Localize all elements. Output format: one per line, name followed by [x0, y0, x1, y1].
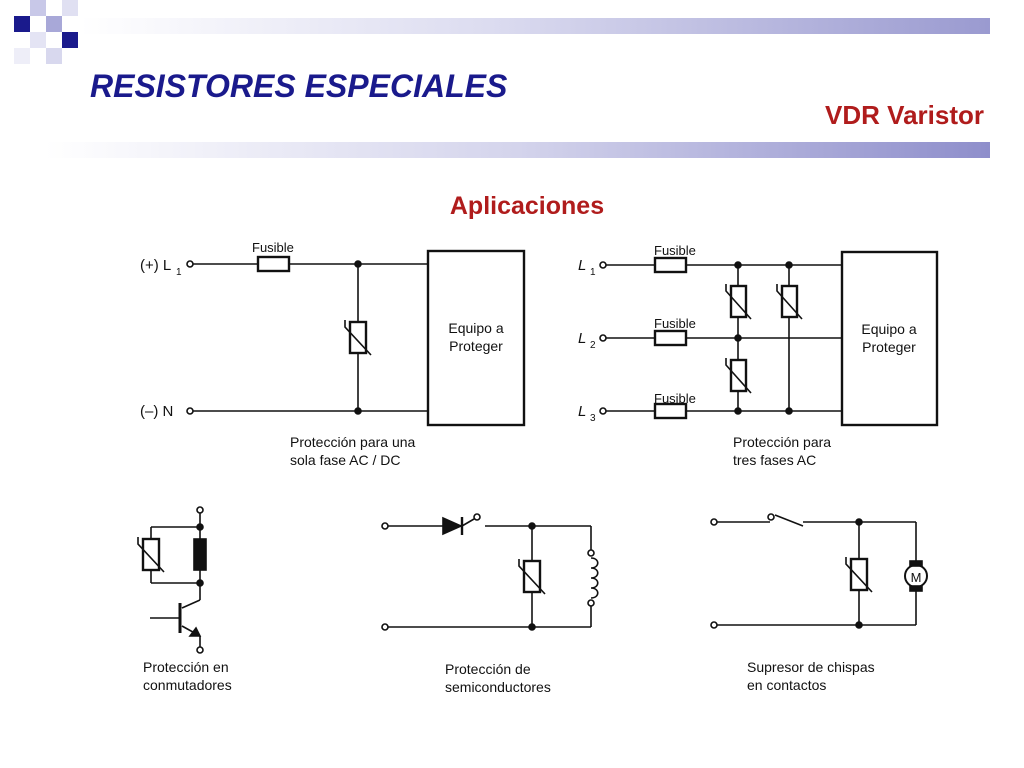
title-underline-bar [45, 142, 990, 158]
equipment-label-line2: Proteger [449, 338, 503, 354]
fuse-symbol [653, 256, 688, 274]
wire [461, 518, 475, 527]
transistor-arrow [188, 626, 202, 637]
varistor-slash [845, 557, 873, 593]
line-sub: 3 [590, 413, 596, 424]
terminal [186, 260, 194, 268]
varistor-symbol [729, 358, 748, 393]
equipment-label-line1: Equipo a [861, 321, 916, 337]
diode-symbol [442, 516, 463, 536]
varistor-symbol [522, 559, 542, 594]
deco-square [14, 16, 30, 32]
terminal [196, 506, 204, 514]
line-label: L [578, 330, 586, 347]
fuse-symbol [653, 402, 688, 420]
coil-symbol [590, 557, 599, 599]
varistor-symbol [729, 284, 748, 319]
terminal [599, 334, 607, 342]
single-phase-diagram: (+) L 1 (–) N Fusible Equipo a Proteger … [140, 240, 526, 468]
terminal [587, 599, 595, 607]
varistor-slash [344, 320, 372, 356]
deco-square [62, 32, 78, 48]
section-title: Aplicaciones [449, 192, 605, 220]
terminal-plus-sub: 1 [176, 267, 182, 278]
terminal [473, 513, 481, 521]
terminal-plus-label: (+) L [140, 257, 171, 274]
three-phase-diagram: L 1 L 2 L 3 Fusible Fusible Fusible [578, 243, 939, 468]
caption-line1: Protección en [143, 659, 229, 675]
caption-line2: tres fases AC [733, 452, 816, 468]
terminal [381, 522, 389, 530]
caption-line2: semiconductores [445, 679, 551, 695]
terminal-neutral-label: (–) N [140, 403, 173, 420]
line-sub: 1 [590, 267, 596, 278]
deco-square [30, 0, 46, 16]
terminal [196, 646, 204, 654]
caption-line1: Protección para [733, 434, 831, 450]
caption-line2: sola fase AC / DC [290, 452, 401, 468]
fuse-symbol [653, 329, 688, 347]
page-title: RESISTORES ESPECIALES [90, 68, 508, 104]
junction [785, 407, 793, 415]
wire [181, 599, 201, 609]
varistor-symbol [141, 537, 161, 572]
varistor-slash [137, 537, 165, 573]
deco-square [46, 16, 62, 32]
caption-line2: en contactos [747, 677, 826, 693]
fuse-label: Fusible [252, 240, 294, 255]
terminal [599, 261, 607, 269]
fuse-symbol [256, 255, 291, 273]
varistor-slash [776, 284, 803, 320]
inductive-load-symbol [193, 538, 207, 571]
page-subtitle: VDR Varistor [825, 100, 984, 130]
varistor-slash [725, 284, 752, 320]
varistor-symbol [780, 284, 799, 319]
terminal [587, 549, 595, 557]
terminal [381, 623, 389, 631]
switch-protection-diagram: Protección en conmutadores [137, 506, 232, 693]
junction [196, 579, 204, 587]
deco-square [14, 48, 30, 64]
varistor-slash [725, 358, 752, 394]
spark-suppressor-diagram: M Supresor de chispas en contactos [710, 513, 928, 693]
header-gradient-bar [80, 18, 990, 34]
caption-line2: conmutadores [143, 677, 232, 693]
equipment-label-line1: Equipo a [448, 320, 503, 336]
deco-square [46, 48, 62, 64]
varistor-slash [518, 559, 546, 595]
varistor-symbol [348, 320, 368, 355]
line-label: L [578, 403, 586, 420]
junction [734, 407, 742, 415]
switch-blade [774, 514, 804, 527]
terminal [710, 518, 718, 526]
protected-equipment-box [840, 250, 939, 427]
line-sub: 2 [590, 340, 596, 351]
fuse-label: Fusible [654, 391, 696, 406]
deco-square [30, 32, 46, 48]
varistor-symbol [849, 557, 869, 592]
terminal [767, 513, 775, 521]
junction [734, 334, 742, 342]
terminal [710, 621, 718, 629]
equipment-label-line2: Proteger [862, 339, 916, 355]
motor-brush [909, 585, 923, 592]
semiconductor-protection-diagram: Protección de semiconductores [381, 513, 599, 695]
deco-square [62, 0, 78, 16]
terminal [186, 407, 194, 415]
fuse-label: Fusible [654, 243, 696, 258]
motor-label: M [911, 570, 922, 585]
caption-line1: Protección para una [290, 434, 416, 450]
terminal [599, 407, 607, 415]
protected-equipment-box [426, 249, 526, 427]
caption-line1: Supresor de chispas [747, 659, 875, 675]
line-label: L [578, 257, 586, 274]
fuse-label: Fusible [654, 316, 696, 331]
caption-line1: Protección de [445, 661, 531, 677]
